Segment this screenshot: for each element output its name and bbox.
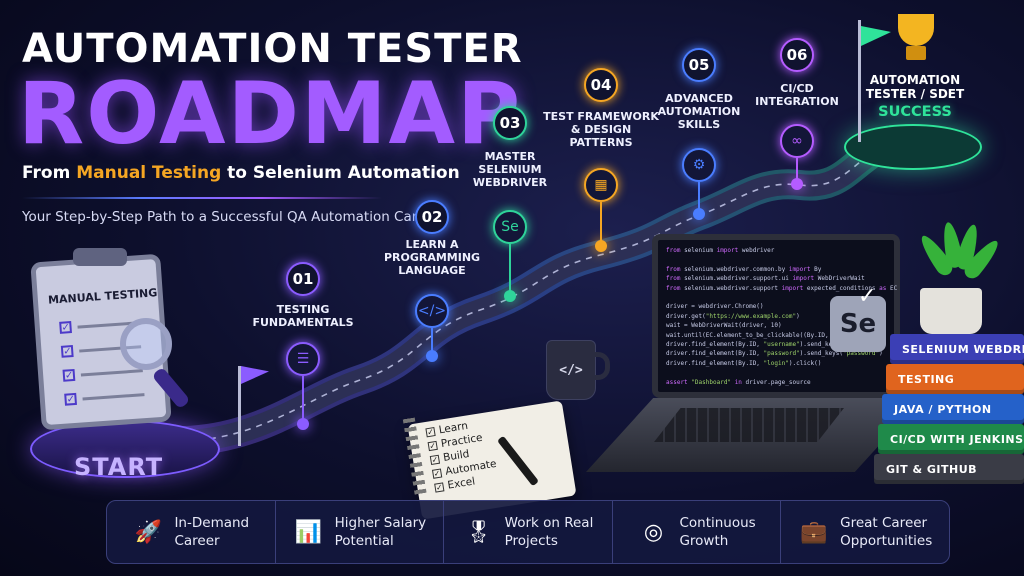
trophy-base <box>906 46 926 60</box>
step-road-dot <box>595 240 607 252</box>
step-stem <box>302 376 304 424</box>
step-road-dot <box>504 290 516 302</box>
bar-chart-icon: 📊 <box>294 519 323 545</box>
target-icon: ◎ <box>643 519 664 545</box>
step-stem <box>431 328 433 356</box>
start-label: START <box>74 453 164 481</box>
step-road-dot <box>791 178 803 190</box>
framework-icon: ▦ <box>584 168 618 202</box>
code-line: driver.find_element(By.ID, "login").clic… <box>666 359 822 367</box>
step-stem <box>600 202 602 246</box>
selenium-icon: Se <box>493 210 527 244</box>
notebook-checklist: ✓Learn✓Practice✓Build✓Automate✓Excel <box>425 415 500 494</box>
step-stem <box>796 158 798 184</box>
laptop-screen: from selenium import webdriver from sele… <box>652 234 900 405</box>
code-line: driver.find_element(By.ID, "password").s… <box>666 350 883 358</box>
title-divider <box>22 197 382 199</box>
code-line: from selenium import webdriver <box>666 247 775 254</box>
code-line: driver = webdriver.Chrome() <box>666 303 764 311</box>
step-badge-05: 05 <box>682 48 716 82</box>
step-stem <box>509 244 511 296</box>
step-badge-02: 02 <box>415 200 449 234</box>
code-line <box>666 387 886 396</box>
book-ci-cd-with-jenkins: CI/CD WITH JENKINS <box>878 424 1024 454</box>
step-badge-06: 06 <box>780 38 814 72</box>
title-line-2: ROADMAP <box>18 64 523 164</box>
code-line: from selenium.webdriver.support import e… <box>666 284 898 292</box>
mug-handle <box>590 352 610 380</box>
trophy-icon <box>898 14 934 46</box>
infinity-icon: ∞ <box>780 124 814 158</box>
code-line: from selenium.webdriver.support.ui impor… <box>666 275 865 283</box>
selenium-logo: Se <box>830 296 886 352</box>
code-line: assert "Dashboard" in driver.page_source <box>666 378 811 386</box>
subtitle-highlight: Manual Testing <box>76 163 222 183</box>
magnifier-icon <box>120 318 172 370</box>
goal-platform <box>844 124 982 170</box>
code-line <box>666 255 886 264</box>
step-badge-04: 04 <box>584 68 618 102</box>
check-icon: ✓ <box>858 284 877 309</box>
rocket-icon: 🚀 <box>134 519 163 545</box>
step-road-dot <box>297 418 309 430</box>
step-stem <box>698 182 700 214</box>
tagline: Your Step-by-Step Path to a Successful Q… <box>22 209 440 225</box>
code-line <box>666 368 886 377</box>
briefcase-icon: 💼 <box>800 519 828 545</box>
code-icon: </> <box>415 294 449 328</box>
step-badge-03: 03 <box>493 106 527 140</box>
step-road-dot <box>426 350 438 362</box>
laptop-keyboard <box>654 408 844 442</box>
code-line: from selenium.webdriver.common.by import… <box>666 265 822 273</box>
book-git-github: GIT & GITHUB <box>874 454 1024 484</box>
goal-success: SUCCESS <box>878 104 952 120</box>
badge-icon: 🎖 <box>464 519 493 545</box>
plant-pot <box>920 288 982 334</box>
goal-title: AUTOMATION TESTER / SDET <box>865 73 965 101</box>
step-badge-01: 01 <box>286 262 320 296</box>
checklist-icon: ☰ <box>286 342 320 376</box>
gear-icon: ⚙ <box>682 148 716 182</box>
start-flag-pole <box>238 366 241 446</box>
book-selenium-webdriver: SELENIUM WEBDRIVER <box>890 334 1024 364</box>
goal-flag-pole <box>858 20 861 142</box>
mug-code-symbol: </> <box>559 363 583 378</box>
subtitle: From Manual Testing to Selenium Automati… <box>22 163 460 183</box>
step-road-dot <box>693 208 705 220</box>
book-java-python: JAVA / PYTHON <box>882 394 1024 424</box>
code-line: wait = WebDriverWait(driver, 10) <box>666 322 782 330</box>
clipboard-clip <box>73 248 127 266</box>
title-line-1: AUTOMATION TESTER <box>22 26 523 72</box>
code-line: driver.get("https://www.example.com") <box>666 312 800 320</box>
book-testing: TESTING <box>886 364 1024 394</box>
